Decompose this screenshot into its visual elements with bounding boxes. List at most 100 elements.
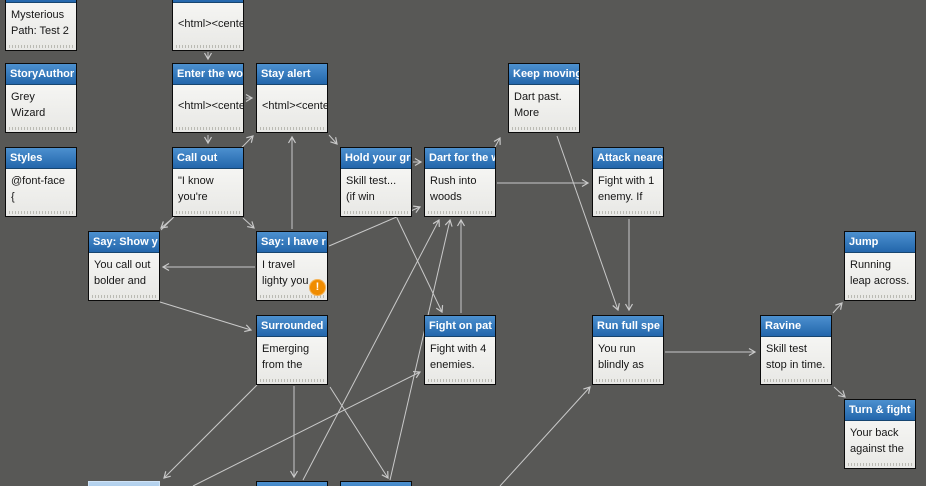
card-excerpt: Skill test stop in time. [761,337,831,373]
card-excerpt: "I know you're [173,169,243,205]
broken-link-badge-icon: ! [309,279,326,296]
link-line [833,386,846,398]
card-title: Dart for the w [425,148,495,169]
card-excerpt-line: Path: Test 2 [11,25,69,37]
story-card-bottom-card-2[interactable] [256,481,328,486]
card-excerpt-line: Emerging [262,343,310,355]
card-excerpt-line: from the [262,359,303,371]
card-excerpt: Emerging from the [257,337,327,373]
card-title [173,0,243,3]
card-title: Attack neare [593,148,663,169]
card-title: Surrounded [257,316,327,337]
story-card-stay-alert[interactable]: Stay alert<html><cente [256,63,328,133]
link-line [192,370,422,486]
card-title: Keep moving [509,64,579,85]
card-excerpt: Dart past. More [509,85,579,121]
card-excerpt: You call out bolder and [89,253,159,289]
link-line [556,135,620,312]
story-card-enter-the-woods[interactable]: Enter the wo<html><cente [172,63,244,133]
card-excerpt: Skill test...(if win [341,169,411,205]
card-title: Enter the wo [173,64,243,85]
story-card-dart-for-woods[interactable]: Dart for the w Rush into woods [424,147,496,217]
card-excerpt: Fight with 4 enemies. [425,337,495,373]
card-excerpt-line: Mysterious [11,9,65,21]
card-excerpt-line: More [514,107,540,119]
card-excerpt: @font-face { [6,169,76,205]
card-title [6,0,76,3]
card-title: Call out [173,148,243,169]
link-line [493,136,501,148]
card-excerpt-line: You call out [94,259,151,271]
card-excerpt-line: Fight with 4 [430,343,487,355]
card-excerpt-line: Wizard [11,107,46,119]
card-excerpt-line: Skill test [766,343,807,355]
card-excerpt-line: stop in time. [766,359,826,371]
story-card-say-show-yourself[interactable]: Say: Show y You call out bolder and [88,231,160,301]
card-excerpt-line: (if win [346,191,375,203]
link-line [302,218,440,481]
card-excerpt: <html><cente [257,85,327,114]
card-excerpt-line: enemies. [430,359,475,371]
story-card-bottom-card-selected[interactable] [88,481,160,486]
card-excerpt-line: I travel [262,259,296,271]
card-excerpt-line: Rush into [430,175,477,187]
card-title: Turn & fight [845,400,915,421]
story-card-start-passage[interactable]: <html><cente [172,0,244,51]
card-excerpt: <html><cente [173,3,243,32]
card-excerpt: Rush into woods [425,169,495,205]
card-excerpt-line: <html><cente [262,100,327,112]
card-excerpt-line: Dart past. [514,91,562,103]
link-line [389,218,453,481]
card-excerpt-line: you're [178,191,208,203]
card-title: Fight on pat [425,316,495,337]
link-line [242,217,255,229]
card-title [89,482,159,486]
card-title: StoryAuthor [6,64,76,85]
card-title [257,482,327,486]
link-line [832,302,843,314]
card-excerpt-line: woods [430,191,462,203]
card-excerpt-line: You run [598,343,636,355]
card-excerpt-line: <html><cente [178,18,243,30]
card-excerpt: <html><cente [173,85,243,114]
link-line [329,386,389,480]
card-excerpt-line: enemy. If [598,191,643,203]
card-excerpt-line: "I know [178,175,214,187]
story-card-styles[interactable]: Styles@font-face{ [5,147,77,217]
link-line [499,386,591,486]
card-title: Say: Show y [89,232,159,253]
card-title [341,482,411,486]
card-title: Ravine [761,316,831,337]
story-card-call-out[interactable]: Call out "I know you're [172,147,244,217]
card-excerpt-line: leap across. [850,275,910,287]
story-card-bottom-card-3[interactable] [340,481,412,486]
card-excerpt-line: Grey [11,91,35,103]
link-line [163,384,258,479]
card-excerpt-line: Your back [850,427,899,439]
card-excerpt-line: { [11,191,15,203]
card-title: Jump [845,232,915,253]
card-excerpt-line: Running [850,259,891,271]
card-excerpt-line: bolder and [94,275,146,287]
link-line [159,301,253,333]
card-excerpt-line: @font-face [11,175,65,187]
